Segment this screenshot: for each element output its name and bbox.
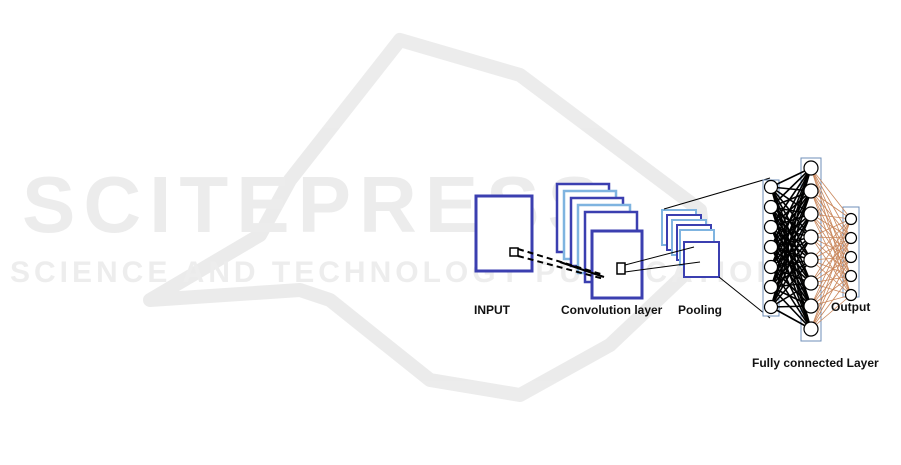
input-receptive-field xyxy=(510,248,518,256)
output-node xyxy=(846,290,857,301)
conv-receptive-field xyxy=(617,263,625,274)
output-node xyxy=(846,271,857,282)
fc-hidden-node xyxy=(804,207,818,221)
fc-input-node xyxy=(765,201,778,214)
output-label: Output xyxy=(831,300,870,314)
pool-feature-map-front xyxy=(684,242,719,277)
input-label: INPUT xyxy=(474,303,510,317)
output-node xyxy=(846,214,857,225)
fc-hidden-node xyxy=(804,276,818,290)
fc-hidden-node xyxy=(804,230,818,244)
convolution-layer-label: Convolution layer xyxy=(561,303,662,317)
fc-hidden-node xyxy=(804,299,818,313)
fc-input-node xyxy=(765,261,778,274)
fc-input-node xyxy=(765,241,778,254)
output-node xyxy=(846,252,857,263)
fc-input-node xyxy=(765,281,778,294)
fc-input-node xyxy=(765,181,778,194)
fc-hidden-node xyxy=(804,184,818,198)
fc-input-node xyxy=(765,301,778,314)
fully-connected-label: Fully connected Layer xyxy=(752,356,879,370)
fc-hidden-node xyxy=(804,253,818,267)
fc-input-node xyxy=(765,221,778,234)
output-node xyxy=(846,233,857,244)
pooling-label: Pooling xyxy=(678,303,722,317)
input-image xyxy=(476,196,532,271)
fc-hidden-node xyxy=(804,322,818,336)
fc-hidden-node xyxy=(804,161,818,175)
